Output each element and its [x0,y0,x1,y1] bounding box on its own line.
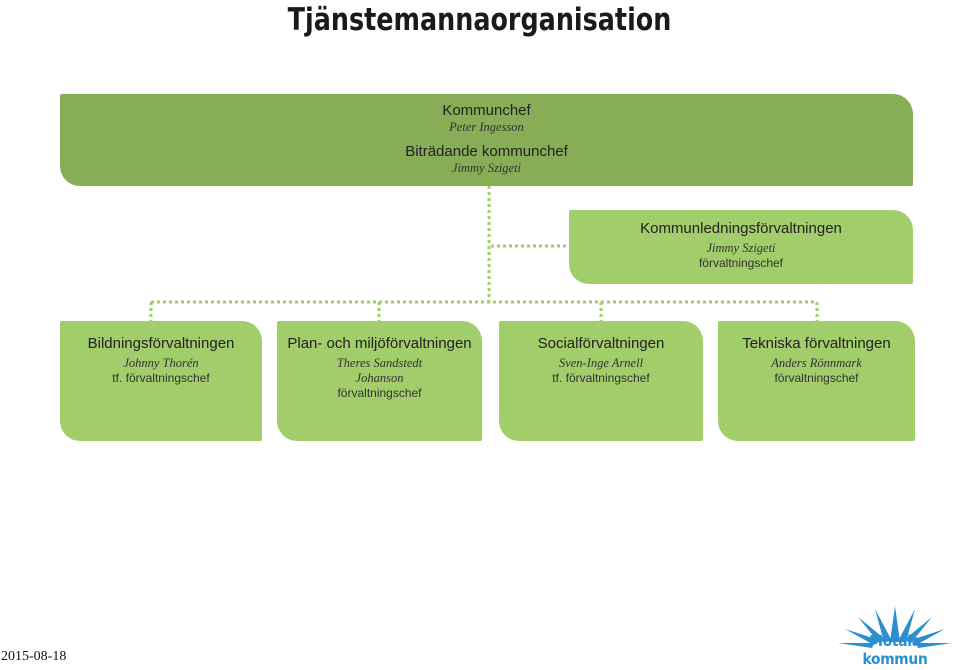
plan-miljo-person-2: Johanson [355,371,404,385]
page-title: Tjänstemannaorganisation [287,2,672,38]
bitradande-title: Biträdande kommunchef [405,143,568,160]
kommunledning-person: Jimmy Szigeti [706,241,776,255]
teknik-role: förvaltningschef [774,371,859,385]
social-role: tf. förvaltningschef [552,371,650,385]
kommunchef-box: Kommunchef Peter Ingesson Biträdande kom… [60,94,913,186]
bildning-box: Bildningsförvaltningen Johnny Thorén tf.… [60,321,262,441]
date-stamp: 2015-08-18 [1,649,67,664]
plan-miljo-box: Plan- och miljöförvaltningen Theres Sand… [277,321,482,441]
motala-logo-text: Motala kommun [862,632,928,668]
kommunledning-role: förvaltningschef [698,256,784,270]
motala-sun-icon [838,606,952,650]
kommunledning-name: Kommunledningsförvaltningen [640,220,842,237]
social-person: Sven-Inge Arnell [558,356,644,370]
plan-miljo-role: förvaltningschef [337,386,422,400]
teknik-name: Tekniska förvaltningen [742,335,891,352]
bildning-name: Bildningsförvaltningen [87,335,235,352]
teknik-box: Tekniska förvaltningen Anders Rönnmark f… [718,321,915,441]
bildning-role: tf. förvaltningschef [112,371,210,385]
bitradande-name: Jimmy Szigeti [451,161,522,175]
teknik-person: Anders Rönnmark [771,356,862,370]
social-name: Socialförvaltningen [537,335,665,352]
plan-miljo-name: Plan- och miljöförvaltningen [287,335,472,352]
plan-miljo-person-1: Theres Sandstedt [336,356,423,370]
social-box: Socialförvaltningen Sven-Inge Arnell tf.… [499,321,703,441]
bildning-person: Johnny Thorén [123,356,199,370]
motala-logo: Motala kommun [832,598,958,668]
kommunchef-name: Peter Ingesson [449,120,524,134]
kommunchef-title: Kommunchef [442,102,531,119]
kommunledning-box: Kommunledningsförvaltningen Jimmy Sziget… [569,210,913,284]
